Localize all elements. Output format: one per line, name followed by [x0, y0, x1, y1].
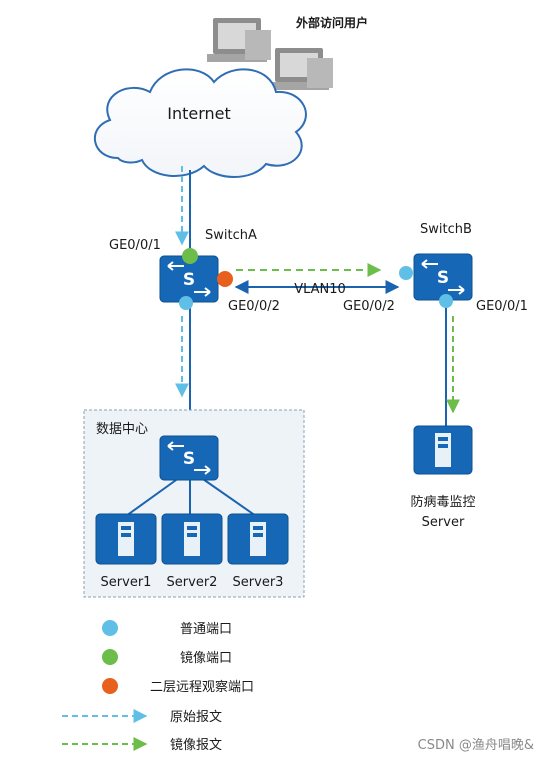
switch-a-label: SwitchA	[205, 228, 257, 243]
switch-b-icon: S	[413, 253, 473, 301]
switch-b-port-ge002: GE0/0/2	[343, 299, 395, 314]
svg-text:S: S	[437, 268, 449, 288]
normal-port-switchb-left	[399, 266, 413, 280]
legend-remote-port-swatch	[102, 678, 118, 694]
legend: 普通端口 镜像端口 二层远程观察端口 原始报文 镜像报文	[62, 620, 254, 753]
internet-label: Internet	[167, 104, 231, 123]
desktop-computer-icon	[269, 48, 333, 90]
legend-normal-port-label: 普通端口	[180, 622, 232, 637]
normal-port-switchb-down	[439, 294, 453, 308]
watermark: CSDN @渔舟唱晚&	[418, 738, 534, 753]
mirror-port-switcha	[182, 248, 198, 264]
remote-observe-port-switcha	[217, 271, 233, 287]
server-icon	[227, 513, 289, 565]
legend-mirror-port-label: 镜像端口	[180, 651, 232, 666]
external-users-label: 外部访问用户	[296, 15, 368, 30]
server-icon	[413, 425, 473, 475]
normal-port-switcha-down	[179, 296, 193, 310]
svg-text:S: S	[183, 449, 195, 469]
switch-b-label: SwitchB	[420, 222, 472, 237]
server-icon	[95, 513, 157, 565]
switch-a-port-ge001: GE0/0/1	[109, 238, 161, 253]
desktop-computer-icon	[207, 18, 271, 62]
antivirus-server-label-line2: Server	[422, 515, 465, 530]
server1-label: Server1	[101, 575, 152, 590]
switch-b-port-ge001: GE0/0/1	[476, 299, 528, 314]
vlan-label: VLAN10	[294, 282, 346, 297]
server-icon	[161, 513, 223, 565]
legend-normal-port-swatch	[102, 620, 118, 636]
server2-label: Server2	[167, 575, 218, 590]
legend-mirror-port-swatch	[102, 649, 118, 665]
antivirus-server-label-line1: 防病毒监控	[410, 494, 475, 510]
legend-remote-port-label: 二层远程观察端口	[150, 680, 254, 695]
legend-original-packet-label: 原始报文	[170, 710, 222, 725]
server3-label: Server3	[233, 575, 284, 590]
legend-mirror-packet-label: 镜像报文	[170, 738, 222, 753]
datacenter-label: 数据中心	[96, 422, 148, 437]
datacenter-switch-icon: S	[159, 435, 219, 481]
cloud-icon	[93, 68, 307, 178]
switch-a-port-ge002: GE0/0/2	[228, 299, 280, 314]
svg-text:S: S	[183, 270, 195, 290]
